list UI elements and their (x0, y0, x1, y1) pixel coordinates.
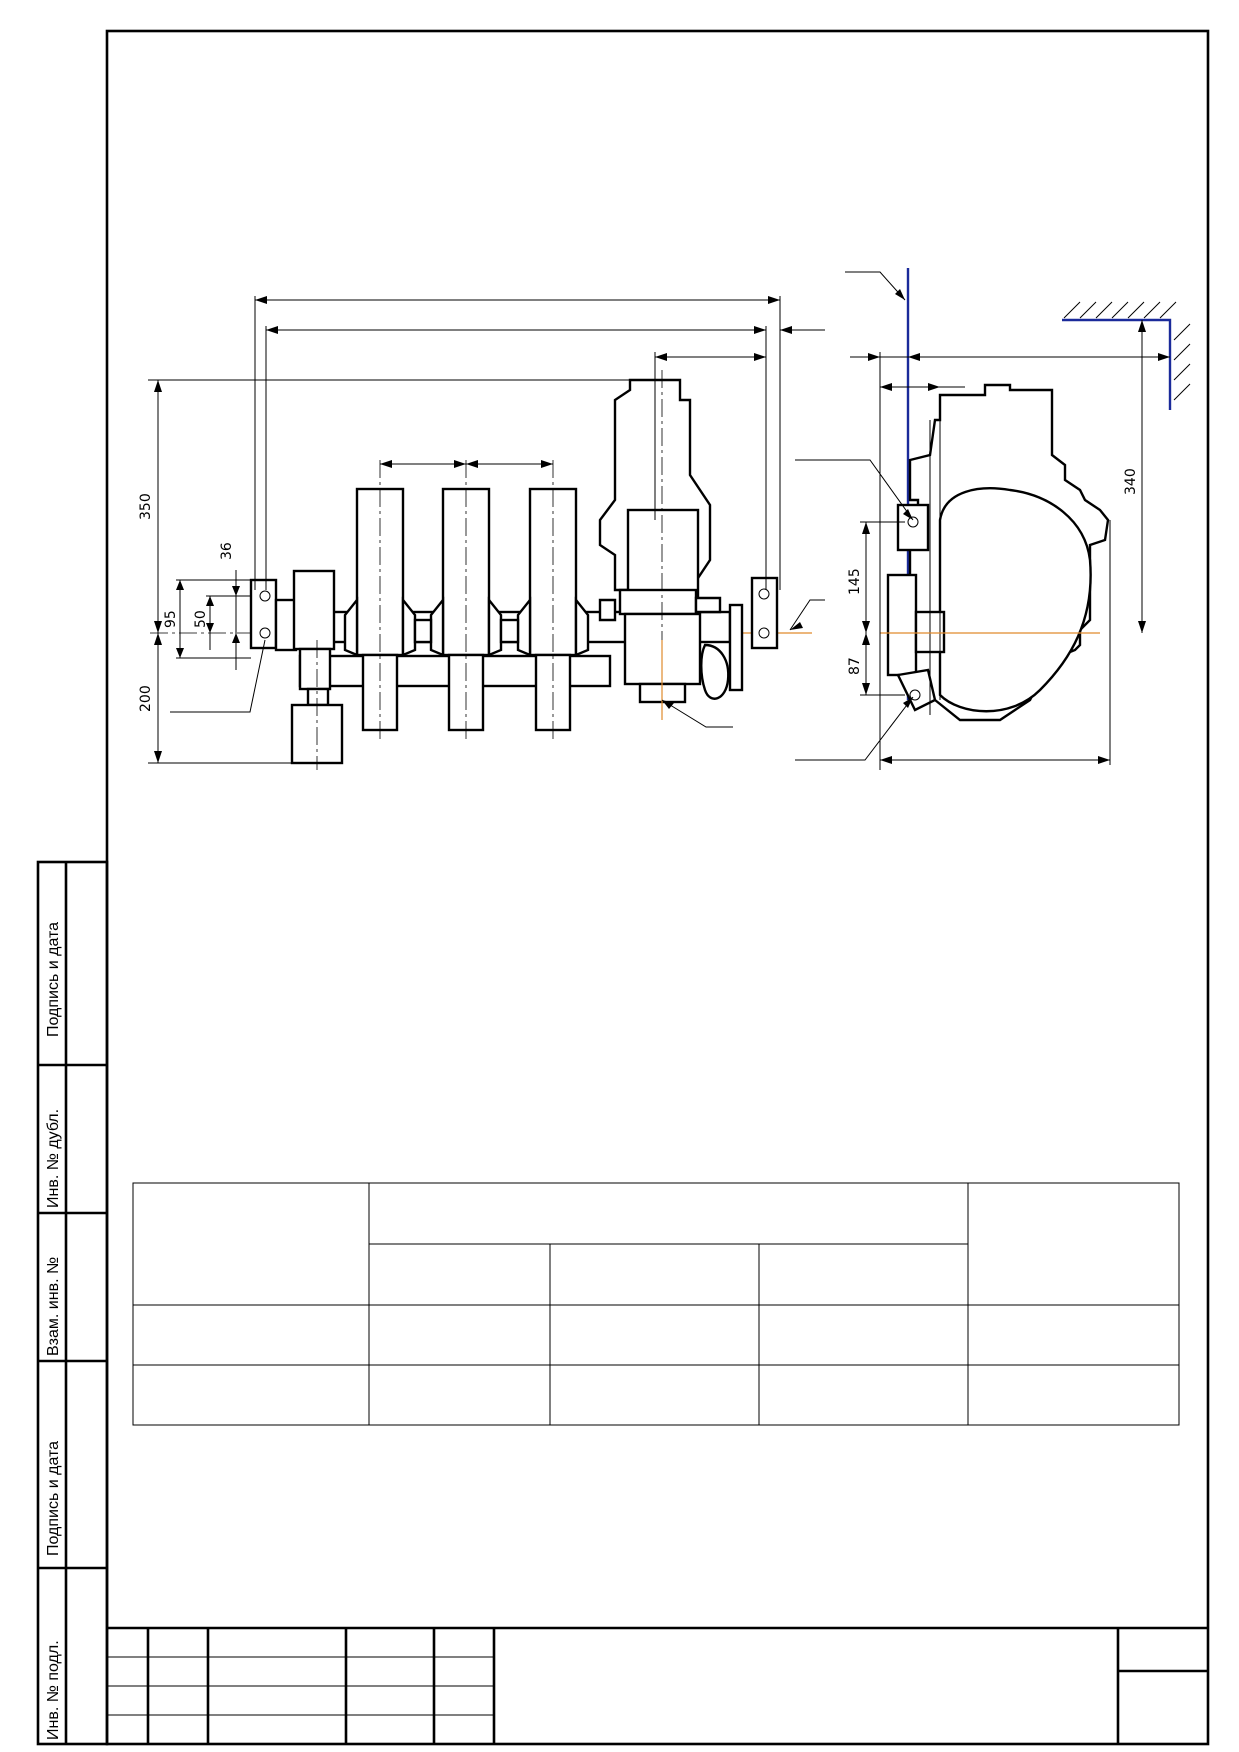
left-drive-block (292, 569, 336, 651)
side-stamp: Подпись и дата Инв. № дубл. Взам. инв. №… (36, 860, 109, 1746)
title-block (107, 1626, 1208, 1744)
dim-145: 145 (847, 568, 863, 595)
dim-87: 87 (847, 657, 863, 675)
side-stamp-inv-podl: Инв. № подл. (45, 1640, 62, 1740)
dim-50: 50 (193, 610, 209, 628)
side-stamp-podpis-1: Подпись и дата (45, 922, 62, 1037)
wall-hatch (1063, 301, 1191, 401)
dim-36: 36 (219, 542, 235, 560)
dim-200: 200 (138, 685, 154, 712)
side-stamp-podpis-2: Подпись и дата (45, 1441, 62, 1556)
dim-340: 340 (1123, 468, 1139, 495)
side-stamp-vzam: Взам. инв. № (45, 1257, 62, 1356)
dim-350: 350 (138, 493, 154, 520)
sheet-frame (105, 29, 1210, 1746)
dim-95: 95 (163, 610, 179, 628)
right-mount-bracket (750, 576, 779, 650)
data-table (132, 1182, 1180, 1426)
front-view: 350 200 95 50 36 (138, 296, 825, 770)
side-stamp-inv-dubl: Инв. № дубл. (45, 1109, 62, 1208)
side-view: 340 145 87 (795, 268, 1191, 770)
